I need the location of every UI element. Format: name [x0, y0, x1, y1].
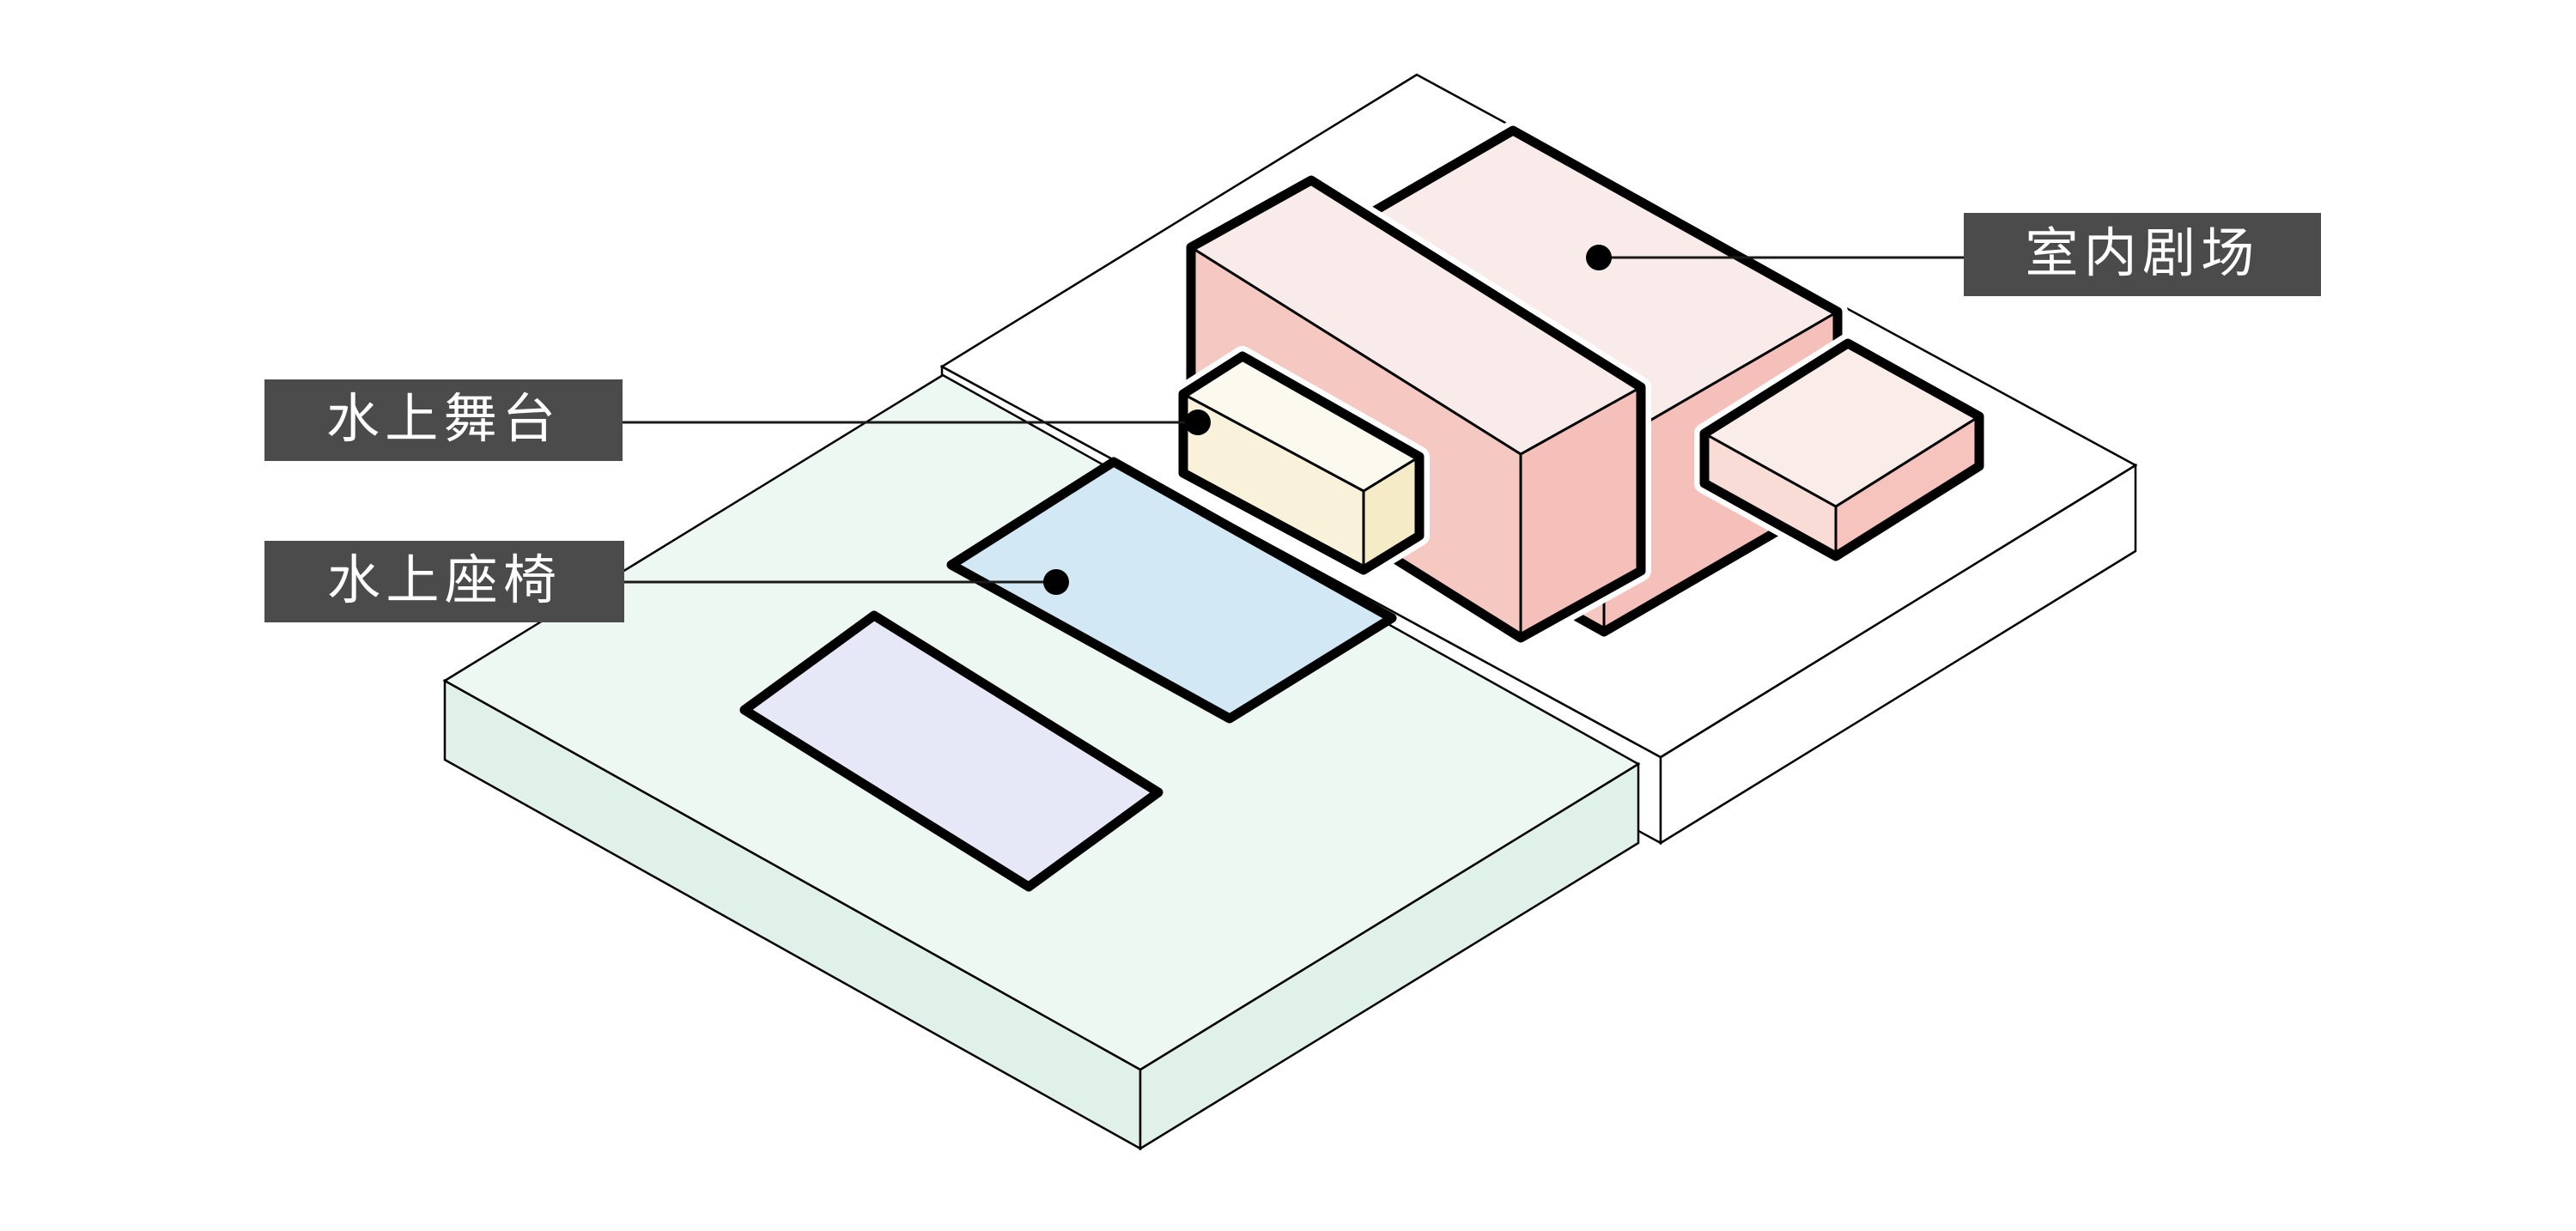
water-stage-inner-edges — [1182, 392, 1420, 570]
callout-label-water-stage: 水上舞台 — [264, 379, 623, 462]
water-stage-box — [1173, 346, 1430, 580]
secondary-pad — [739, 610, 1163, 892]
annex-inner-edges — [1704, 415, 1980, 556]
theater-wing-se-face — [1521, 387, 1641, 638]
annex-outline — [1699, 338, 1984, 561]
annex-sw-face — [1704, 434, 1836, 556]
callout-label-indoor-theater: 室内剧场 — [1963, 212, 2321, 297]
callout-dot-water-stage — [1185, 409, 1211, 435]
callout-label-water-seats-text: 水上座椅 — [327, 551, 562, 611]
water-seats-pad — [946, 457, 1397, 724]
theater-wing-roof — [1191, 180, 1641, 454]
annex-box — [1694, 333, 1990, 567]
callouts — [620, 245, 1966, 595]
theater-main-roof — [1279, 130, 1838, 447]
theater-wing-inner-edges — [1190, 246, 1642, 638]
annex-se-face — [1836, 416, 1979, 556]
callout-label-water-stage-text: 水上舞台 — [325, 390, 562, 450]
water-stage-outline — [1178, 351, 1425, 575]
water-stage-roof — [1183, 356, 1419, 491]
water-stage-sw-face — [1183, 394, 1364, 570]
callout-label-water-seats: 水上座椅 — [264, 540, 625, 623]
callout-dot-indoor-theater — [1586, 245, 1612, 270]
annex-roof — [1704, 343, 1979, 506]
callout-dot-water-seats — [1043, 569, 1069, 595]
callout-label-indoor-theater-text: 室内剧场 — [2025, 224, 2260, 284]
